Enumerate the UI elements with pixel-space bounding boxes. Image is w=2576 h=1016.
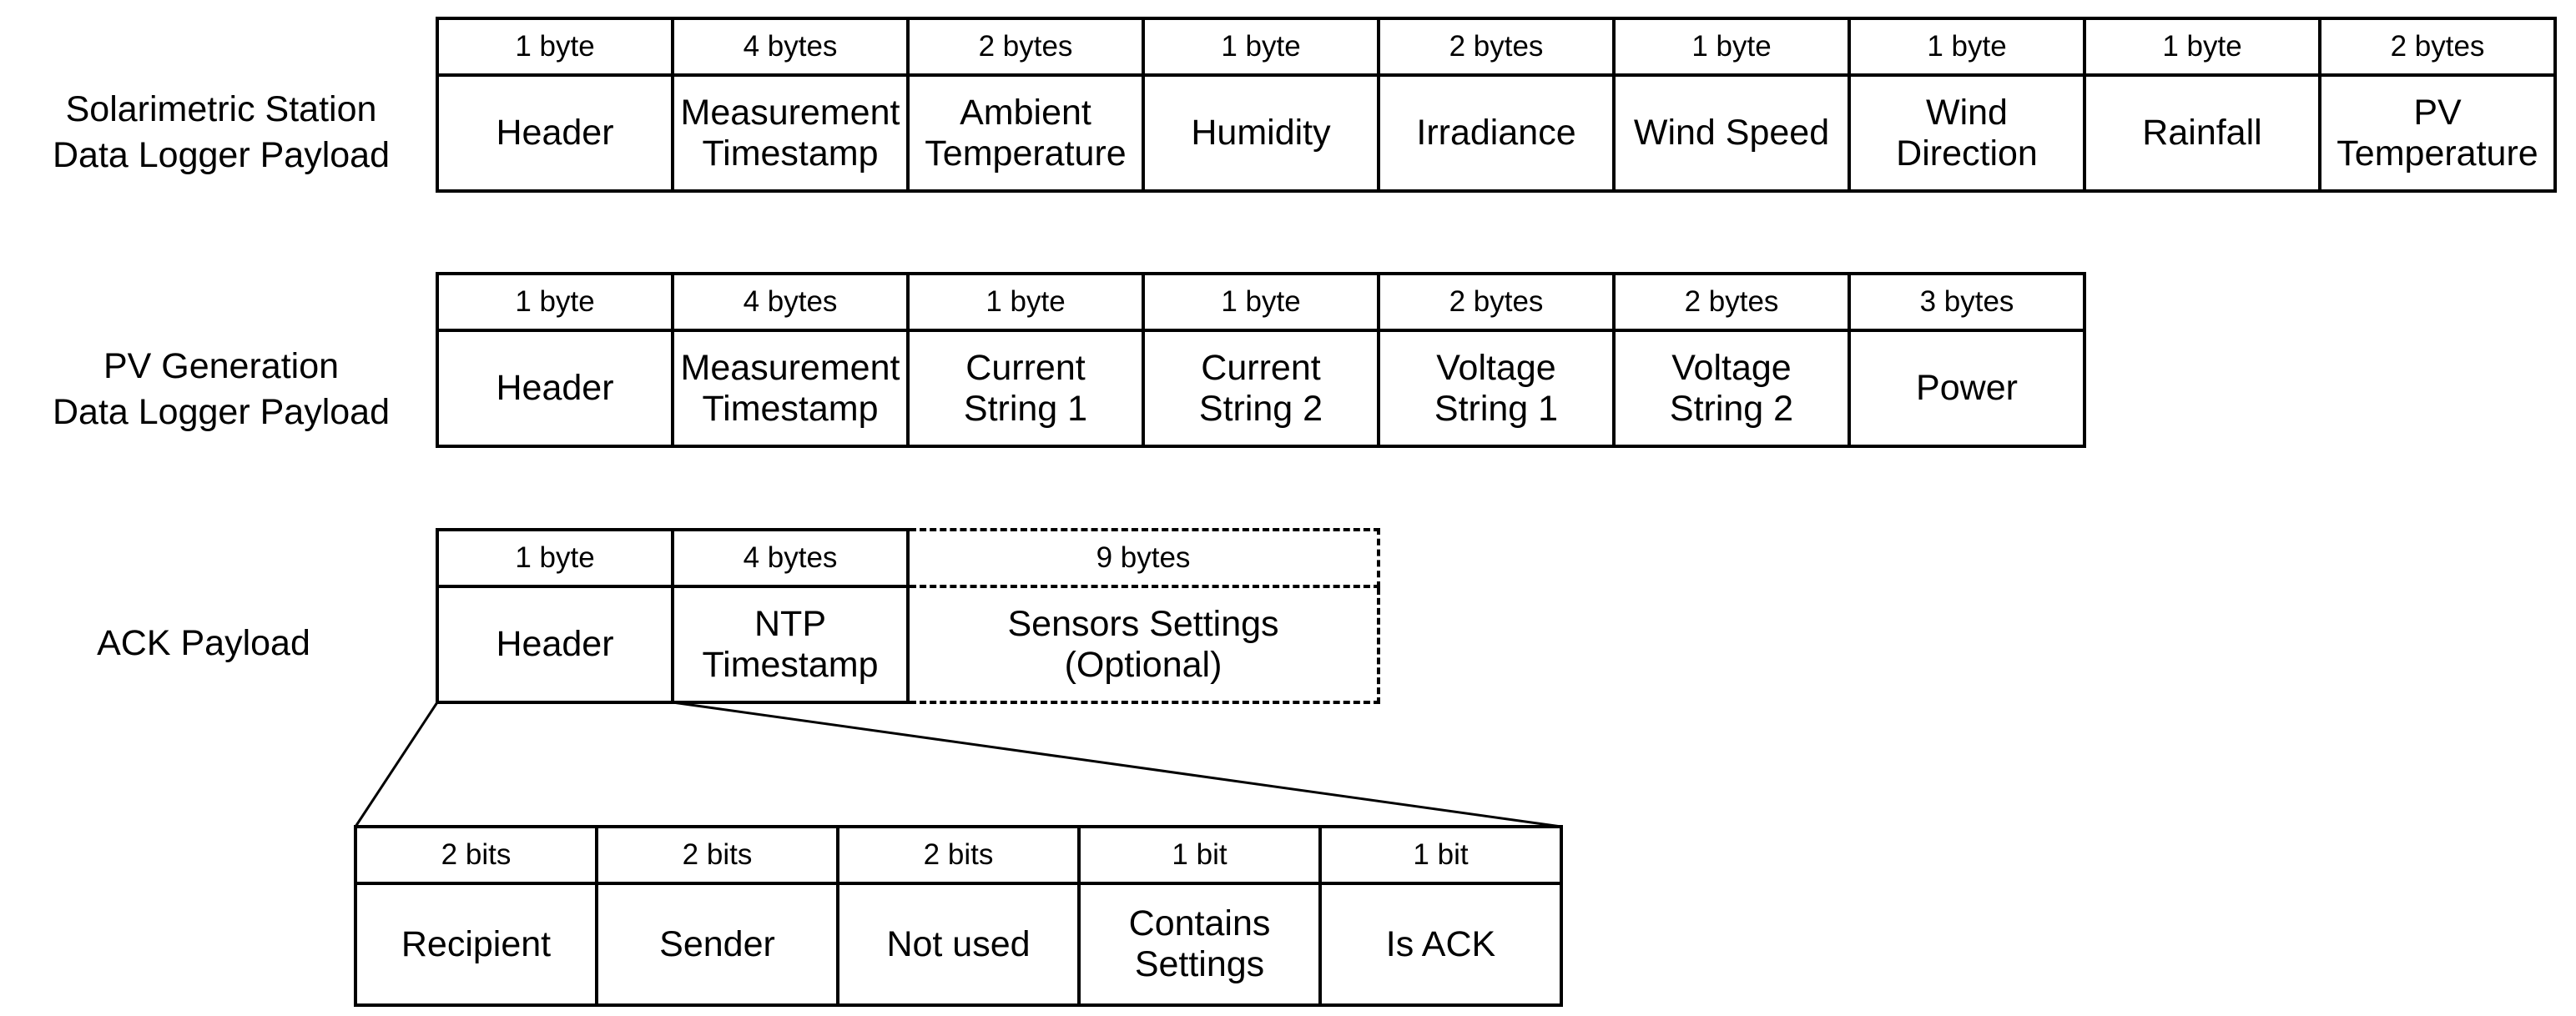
field-size-wind-direction: 1 byte	[1851, 17, 2086, 77]
field-size-measurement-timestamp: 4 bytes	[674, 272, 910, 332]
payload-label-line: ACK Payload	[97, 623, 310, 663]
field-name-voltage-string-2: Voltage String 2	[1616, 332, 1851, 448]
field-size-sender: 2 bits	[598, 825, 839, 885]
field-size-recipient: 2 bits	[354, 825, 598, 885]
field-name-wind-direction: Wind Direction	[1851, 77, 2086, 193]
payload-label-line: PV Generation	[103, 346, 340, 386]
field-name-not-used: Not used	[839, 885, 1081, 1007]
field-name-recipient: Recipient	[354, 885, 598, 1007]
field-name-measurement-timestamp: Measurement Timestamp	[674, 77, 910, 193]
field-name-power: Power	[1851, 332, 2086, 448]
field-name-measurement-timestamp: Measurement Timestamp	[674, 332, 910, 448]
field-name-header: Header	[436, 588, 674, 704]
header-expansion-connector-right	[672, 701, 1562, 828]
field-size-current-string-1: 1 byte	[910, 272, 1145, 332]
payload-label-line: Data Logger Payload	[52, 392, 390, 432]
field-size-header: 1 byte	[436, 528, 674, 588]
field-size-irradiance: 2 bytes	[1380, 17, 1616, 77]
header-expansion-connector-left	[354, 702, 439, 827]
field-name-pv-temperature: PV Temperature	[2321, 77, 2557, 193]
field-size-voltage-string-2: 2 bytes	[1616, 272, 1851, 332]
field-size-header: 1 byte	[436, 17, 674, 77]
field-name-humidity: Humidity	[1145, 77, 1380, 193]
field-name-header: Header	[436, 332, 674, 448]
field-size-voltage-string-1: 2 bytes	[1380, 272, 1616, 332]
field-size-header: 1 byte	[436, 272, 674, 332]
field-size-is-ack: 1 bit	[1322, 825, 1563, 885]
payload-label-ack: ACK Payload	[0, 621, 407, 666]
field-name-current-string-2: Current String 2	[1145, 332, 1380, 448]
field-size-current-string-2: 1 byte	[1145, 272, 1380, 332]
field-name-voltage-string-1: Voltage String 1	[1380, 332, 1616, 448]
field-size-pv-temperature: 2 bytes	[2321, 17, 2557, 77]
field-size-measurement-timestamp: 4 bytes	[674, 17, 910, 77]
field-size-contains-settings: 1 bit	[1081, 825, 1322, 885]
field-name-current-string-1: Current String 1	[910, 332, 1145, 448]
field-name-rainfall: Rainfall	[2086, 77, 2321, 193]
field-name-ambient-temperature: Ambient Temperature	[910, 77, 1145, 193]
field-size-wind-speed: 1 byte	[1616, 17, 1851, 77]
field-size-rainfall: 1 byte	[2086, 17, 2321, 77]
field-name-header: Header	[436, 77, 674, 193]
field-name-irradiance: Irradiance	[1380, 77, 1616, 193]
payload-label-solarimetric: Solarimetric Station Data Logger Payload	[0, 87, 442, 179]
payload-label-line: Solarimetric Station	[65, 89, 377, 129]
field-size-ntp-timestamp: 4 bytes	[674, 528, 910, 588]
field-size-not-used: 2 bits	[839, 825, 1081, 885]
payload-label-pv-generation: PV Generation Data Logger Payload	[0, 344, 442, 435]
field-size-ambient-temperature: 2 bytes	[910, 17, 1145, 77]
field-name-sender: Sender	[598, 885, 839, 1007]
field-size-humidity: 1 byte	[1145, 17, 1380, 77]
field-name-sensors-settings-optional: Sensors Settings (Optional)	[910, 588, 1380, 704]
field-name-is-ack: Is ACK	[1322, 885, 1563, 1007]
field-name-wind-speed: Wind Speed	[1616, 77, 1851, 193]
field-name-contains-settings: Contains Settings	[1081, 885, 1322, 1007]
field-name-ntp-timestamp: NTP Timestamp	[674, 588, 910, 704]
payload-label-line: Data Logger Payload	[52, 135, 390, 175]
field-size-power: 3 bytes	[1851, 272, 2086, 332]
field-size-sensors-settings-optional: 9 bytes	[910, 528, 1380, 588]
